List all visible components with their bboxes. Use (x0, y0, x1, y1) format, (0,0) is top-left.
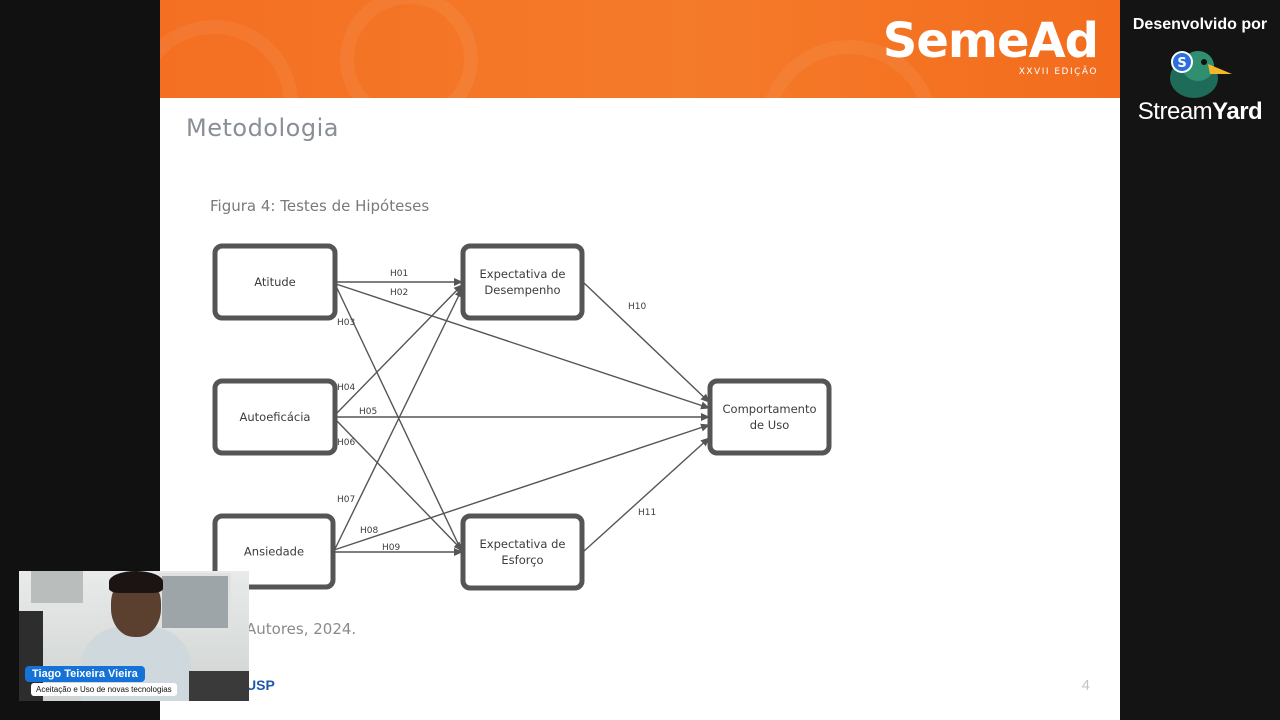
edge-label-h09: H09 (382, 543, 400, 553)
edition-label: XXVII EDIÇÃO (1018, 67, 1098, 77)
figure-source: Autores, 2024. (246, 620, 357, 638)
node-label: Expectativa de (480, 537, 566, 551)
node-exp-esforco: Expectativa de Esforço (460, 513, 585, 591)
camera-window (159, 573, 231, 631)
edge-label-h04: H04 (337, 383, 355, 393)
streamyard-wordmark: StreamYard (1120, 98, 1280, 126)
node-label: Comportamento (723, 402, 817, 416)
edge-label-h05: H05 (359, 407, 377, 417)
edge-h02 (335, 283, 710, 410)
node-label: Esforço (501, 553, 543, 567)
node-atitude: Atitude (212, 243, 338, 321)
developed-by-label: Desenvolvido por (1132, 16, 1268, 33)
edge-h06 (335, 419, 463, 551)
edge-label-h06: H06 (337, 438, 355, 448)
node-autoeficacia: Autoeficácia (212, 378, 338, 456)
presenter-name-tag: Tiago Teixeira Vieira (25, 666, 145, 682)
node-box (212, 243, 338, 321)
node-box (212, 378, 338, 456)
slide-banner: SemeAd XXVII EDIÇÃO (160, 0, 1120, 98)
slide-title: Metodologia (186, 114, 339, 142)
figure-caption: Figura 4: Testes de Hipóteses (210, 197, 430, 215)
node-label: de Uso (750, 418, 789, 432)
node-label: Ansiedade (244, 545, 304, 559)
presenter-hair (109, 571, 163, 593)
node-box (460, 243, 585, 321)
camera-desk (189, 671, 249, 701)
presenter-subtitle-tag: Aceitação e Uso de novas tecnologias (31, 683, 177, 696)
node-label: Atitude (254, 275, 296, 289)
node-label: Expectativa de (480, 267, 566, 281)
node-box (707, 378, 832, 456)
edge-label-h02: H02 (390, 288, 408, 298)
edge-label-h03: H03 (337, 318, 355, 328)
edge-label-h11: H11 (638, 508, 656, 518)
streamyard-duck-icon: S (1170, 51, 1232, 98)
node-box (212, 513, 336, 590)
edge-label-h08: H08 (360, 526, 378, 536)
edge-label-h01: H01 (390, 269, 408, 279)
node-comportamento: Comportamento de Uso (707, 378, 832, 456)
svg-text:S: S (1177, 56, 1186, 71)
node-exp-desempenho: Expectativa de Desempenho (460, 243, 585, 321)
streamyard-wordmark-bold: Yard (1212, 98, 1263, 125)
semead-logo: SemeAd (882, 13, 1099, 69)
node-label: Autoeficácia (240, 410, 311, 424)
edge-label-h07: H07 (337, 495, 355, 505)
edge-h10 (582, 281, 710, 403)
edge-h11 (582, 437, 710, 553)
edge-h04 (335, 284, 463, 415)
edge-h07 (333, 288, 463, 552)
node-box (460, 513, 585, 591)
page-number: 4 (1081, 677, 1090, 694)
streamyard-wordmark-light: Stream (1137, 98, 1213, 125)
edge-label-h10: H10 (628, 302, 646, 312)
node-label: Desempenho (484, 283, 560, 297)
camera-shelf (31, 571, 83, 603)
usp-logo: USP (246, 677, 275, 693)
presentation-slide: SemeAd XXVII EDIÇÃO Metodologia Figura 4… (160, 0, 1120, 720)
node-ansiedade: Ansiedade (212, 513, 336, 590)
edge-h08 (333, 423, 710, 551)
streamyard-sidebar: Desenvolvido por S StreamYard (1120, 0, 1280, 720)
